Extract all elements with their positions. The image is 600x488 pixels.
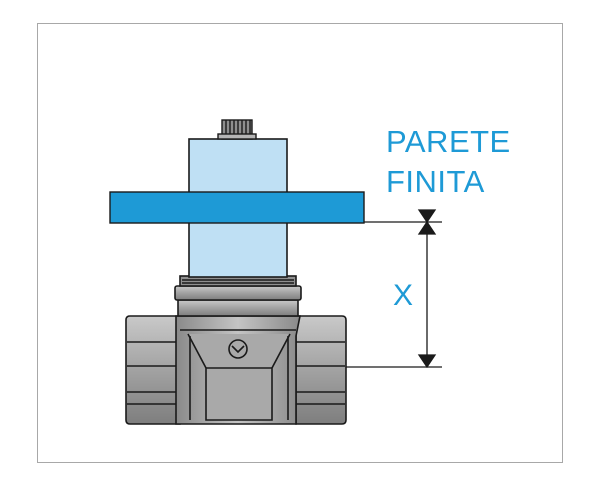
- valve-bonnet: [174, 275, 302, 317]
- flow-direction-mark: [228, 339, 248, 359]
- dimension-x-marker: [346, 209, 442, 369]
- finished-wall: [109, 191, 365, 224]
- adjustment-knob: [217, 119, 257, 140]
- wall-label-line2: FINITA: [386, 164, 485, 199]
- dimension-label: X: [393, 279, 414, 312]
- wall-label-line1: PARETE: [386, 124, 511, 159]
- valve-body: [125, 315, 347, 425]
